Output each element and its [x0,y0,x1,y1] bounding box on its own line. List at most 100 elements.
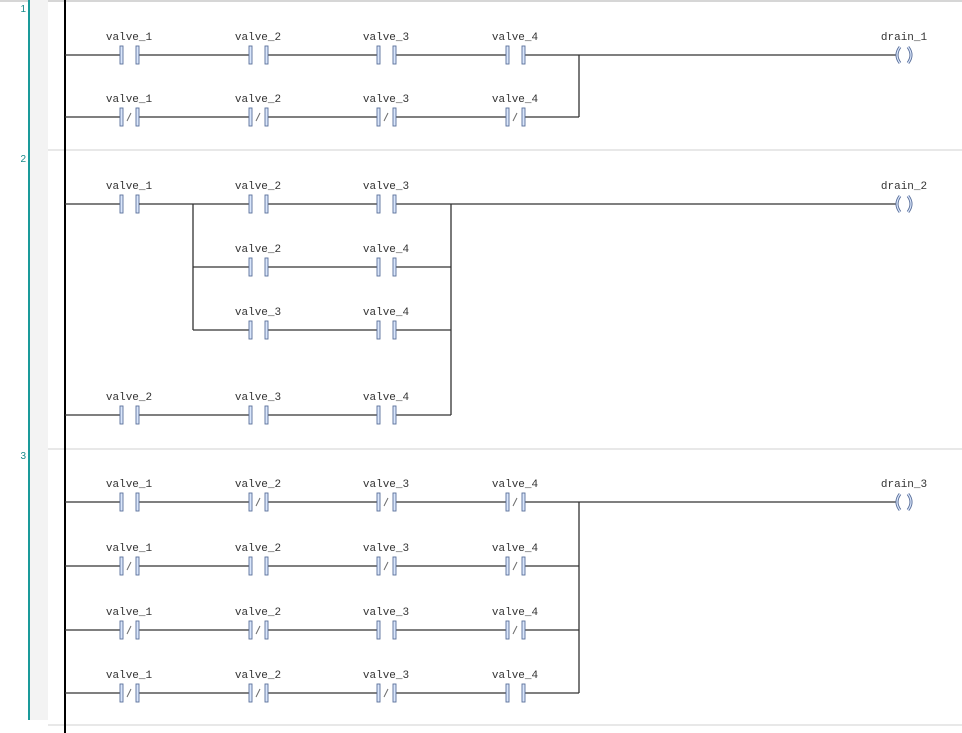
coil-label: drain_3 [881,479,927,491]
contact-label: valve_4 [492,607,539,619]
contact-label: valve_1 [106,32,153,44]
contact-left-plate [119,683,124,703]
coil-icon[interactable]: drain_2 [881,181,927,213]
no-contact[interactable]: valve_3 [363,607,409,640]
contact-left-plate [119,45,124,65]
no-contact[interactable]: valve_1 [106,479,153,512]
coil-icon[interactable]: drain_3 [881,479,927,511]
nc-contact[interactable]: valve_1 [106,670,153,703]
no-contact[interactable]: valve_4 [363,392,410,425]
nc-contact[interactable]: valve_2 [235,670,281,703]
contact-right-plate [521,45,526,65]
nc-contact[interactable]: valve_4 [492,479,539,512]
nc-slash-icon [512,561,518,571]
no-contact[interactable]: valve_3 [363,32,409,65]
no-contact[interactable]: valve_1 [106,181,153,214]
contact-left-plate [505,45,510,65]
nc-contact[interactable]: valve_4 [492,543,539,576]
contact-right-plate [264,320,269,340]
rung-number-3[interactable]: 3 [20,451,26,462]
no-contact[interactable]: valve_4 [363,244,410,277]
contact-label: valve_1 [106,607,153,619]
gutter-shade [30,0,48,720]
nc-contact[interactable]: valve_3 [363,94,409,127]
contact-left-plate [376,194,381,214]
contact-label: valve_4 [363,244,410,256]
contact-right-plate [392,45,397,65]
no-contact[interactable]: valve_2 [235,244,281,277]
contact-label: valve_1 [106,670,153,682]
nc-contact[interactable]: valve_3 [363,670,409,703]
rung-number-1[interactable]: 1 [20,4,26,15]
contact-right-plate [264,492,269,512]
nc-contact[interactable]: valve_2 [235,479,281,512]
contact-right-plate [264,556,269,576]
contact-right-plate [135,45,140,65]
nc-contact[interactable]: valve_4 [492,94,539,127]
no-contact[interactable]: valve_2 [235,543,281,576]
contact-right-plate [521,556,526,576]
coil-left-arc [896,493,901,511]
nc-contact[interactable]: valve_2 [235,94,281,127]
contact-label: valve_3 [363,543,409,555]
contact-right-plate [392,107,397,127]
no-contact[interactable]: valve_2 [106,392,152,425]
nc-slash-icon [255,625,261,635]
nc-contact[interactable]: valve_1 [106,543,153,576]
nc-contact[interactable]: valve_1 [106,607,153,640]
nc-slash-icon [126,625,132,635]
nc-contact[interactable]: valve_4 [492,607,539,640]
contact-label: valve_3 [235,392,281,404]
no-contact[interactable]: valve_3 [363,181,409,214]
nc-slash-icon [512,625,518,635]
contact-label: valve_2 [235,32,281,44]
coil-label: drain_2 [881,181,927,193]
coil-icon[interactable]: drain_1 [881,32,928,64]
contact-label: valve_2 [235,94,281,106]
no-contact[interactable]: valve_4 [492,670,539,703]
nc-contact[interactable]: valve_3 [363,543,409,576]
contact-left-plate [376,556,381,576]
contact-label: valve_2 [235,479,281,491]
contact-left-plate [248,492,253,512]
top-border [0,0,962,2]
no-contact[interactable]: valve_2 [235,32,281,65]
no-contact[interactable]: valve_4 [363,307,410,340]
no-contact[interactable]: valve_1 [106,32,153,65]
contact-label: valve_2 [106,392,152,404]
contact-left-plate [248,556,253,576]
nc-slash-icon [512,497,518,507]
contact-left-plate [248,405,253,425]
no-contact[interactable]: valve_3 [235,392,281,425]
nc-contact[interactable]: valve_1 [106,94,153,127]
contact-left-plate [248,620,253,640]
contact-right-plate [264,107,269,127]
rung-number-2[interactable]: 2 [20,154,26,165]
contact-right-plate [135,620,140,640]
contact-left-plate [505,556,510,576]
contact-right-plate [264,620,269,640]
nc-contact[interactable]: valve_3 [363,479,409,512]
contact-right-plate [392,556,397,576]
contact-right-plate [264,45,269,65]
nc-slash-icon [126,561,132,571]
contact-left-plate [505,620,510,640]
contact-label: valve_4 [363,392,410,404]
contact-right-plate [392,320,397,340]
contact-label: valve_4 [492,94,539,106]
contact-left-plate [119,194,124,214]
contact-left-plate [248,320,253,340]
no-contact[interactable]: valve_3 [235,307,281,340]
contact-label: valve_1 [106,479,153,491]
contact-label: valve_3 [363,94,409,106]
no-contact[interactable]: valve_4 [492,32,539,65]
nc-slash-icon [383,688,389,698]
coil-left-arc [896,46,901,64]
no-contact[interactable]: valve_2 [235,181,281,214]
contact-right-plate [392,405,397,425]
nc-contact[interactable]: valve_2 [235,607,281,640]
contact-left-plate [376,683,381,703]
contact-left-plate [248,45,253,65]
contact-left-plate [505,107,510,127]
contact-right-plate [392,683,397,703]
